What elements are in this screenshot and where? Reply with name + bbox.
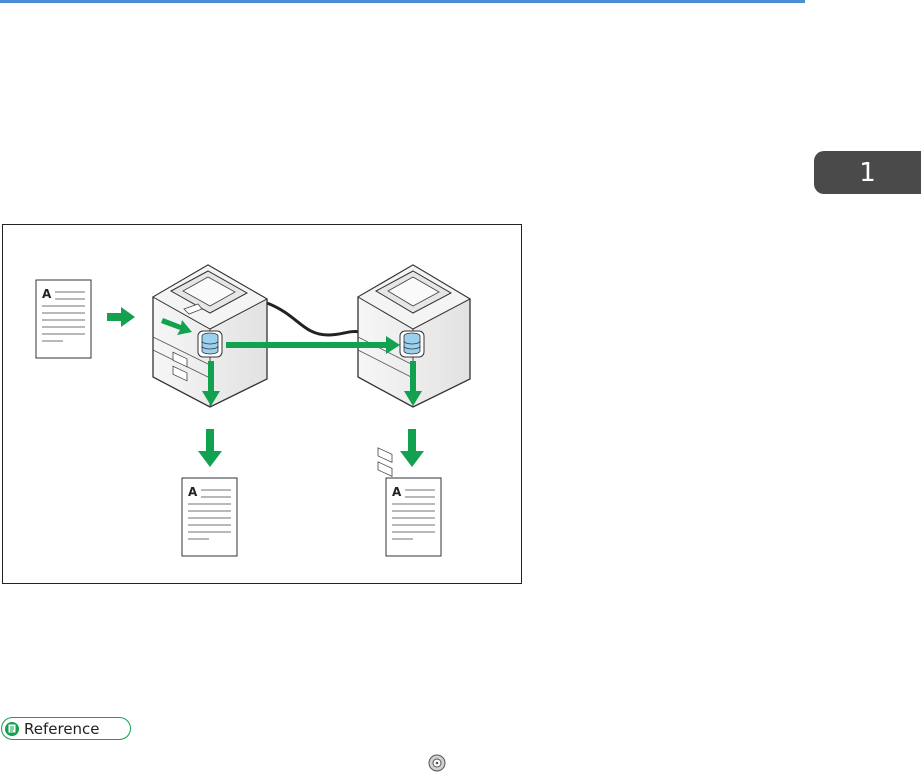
reference-label: Reference bbox=[24, 720, 100, 738]
document-letter: A bbox=[392, 485, 402, 499]
arrow-icon-print-left bbox=[198, 429, 222, 467]
network-cable bbox=[267, 303, 361, 335]
figure-frame: A bbox=[2, 224, 522, 584]
document-letter: A bbox=[188, 485, 198, 499]
chapter-tab[interactable]: 1 bbox=[814, 151, 921, 194]
output-document-left: A bbox=[182, 478, 237, 556]
reference-badge: Reference bbox=[1, 717, 131, 740]
storage-icon-right bbox=[400, 331, 424, 357]
chapter-number: 1 bbox=[859, 158, 876, 188]
arrow-icon-scan bbox=[107, 307, 135, 327]
top-rule bbox=[0, 0, 805, 3]
output-document-right: A bbox=[386, 478, 441, 556]
reference-icon bbox=[5, 722, 19, 736]
cd-icon bbox=[428, 754, 446, 777]
storage-icon-left bbox=[198, 331, 222, 357]
arrow-icon-print-right bbox=[400, 429, 424, 467]
illustration: A bbox=[3, 225, 523, 585]
document-letter: A bbox=[42, 287, 52, 301]
original-document: A bbox=[36, 280, 91, 358]
